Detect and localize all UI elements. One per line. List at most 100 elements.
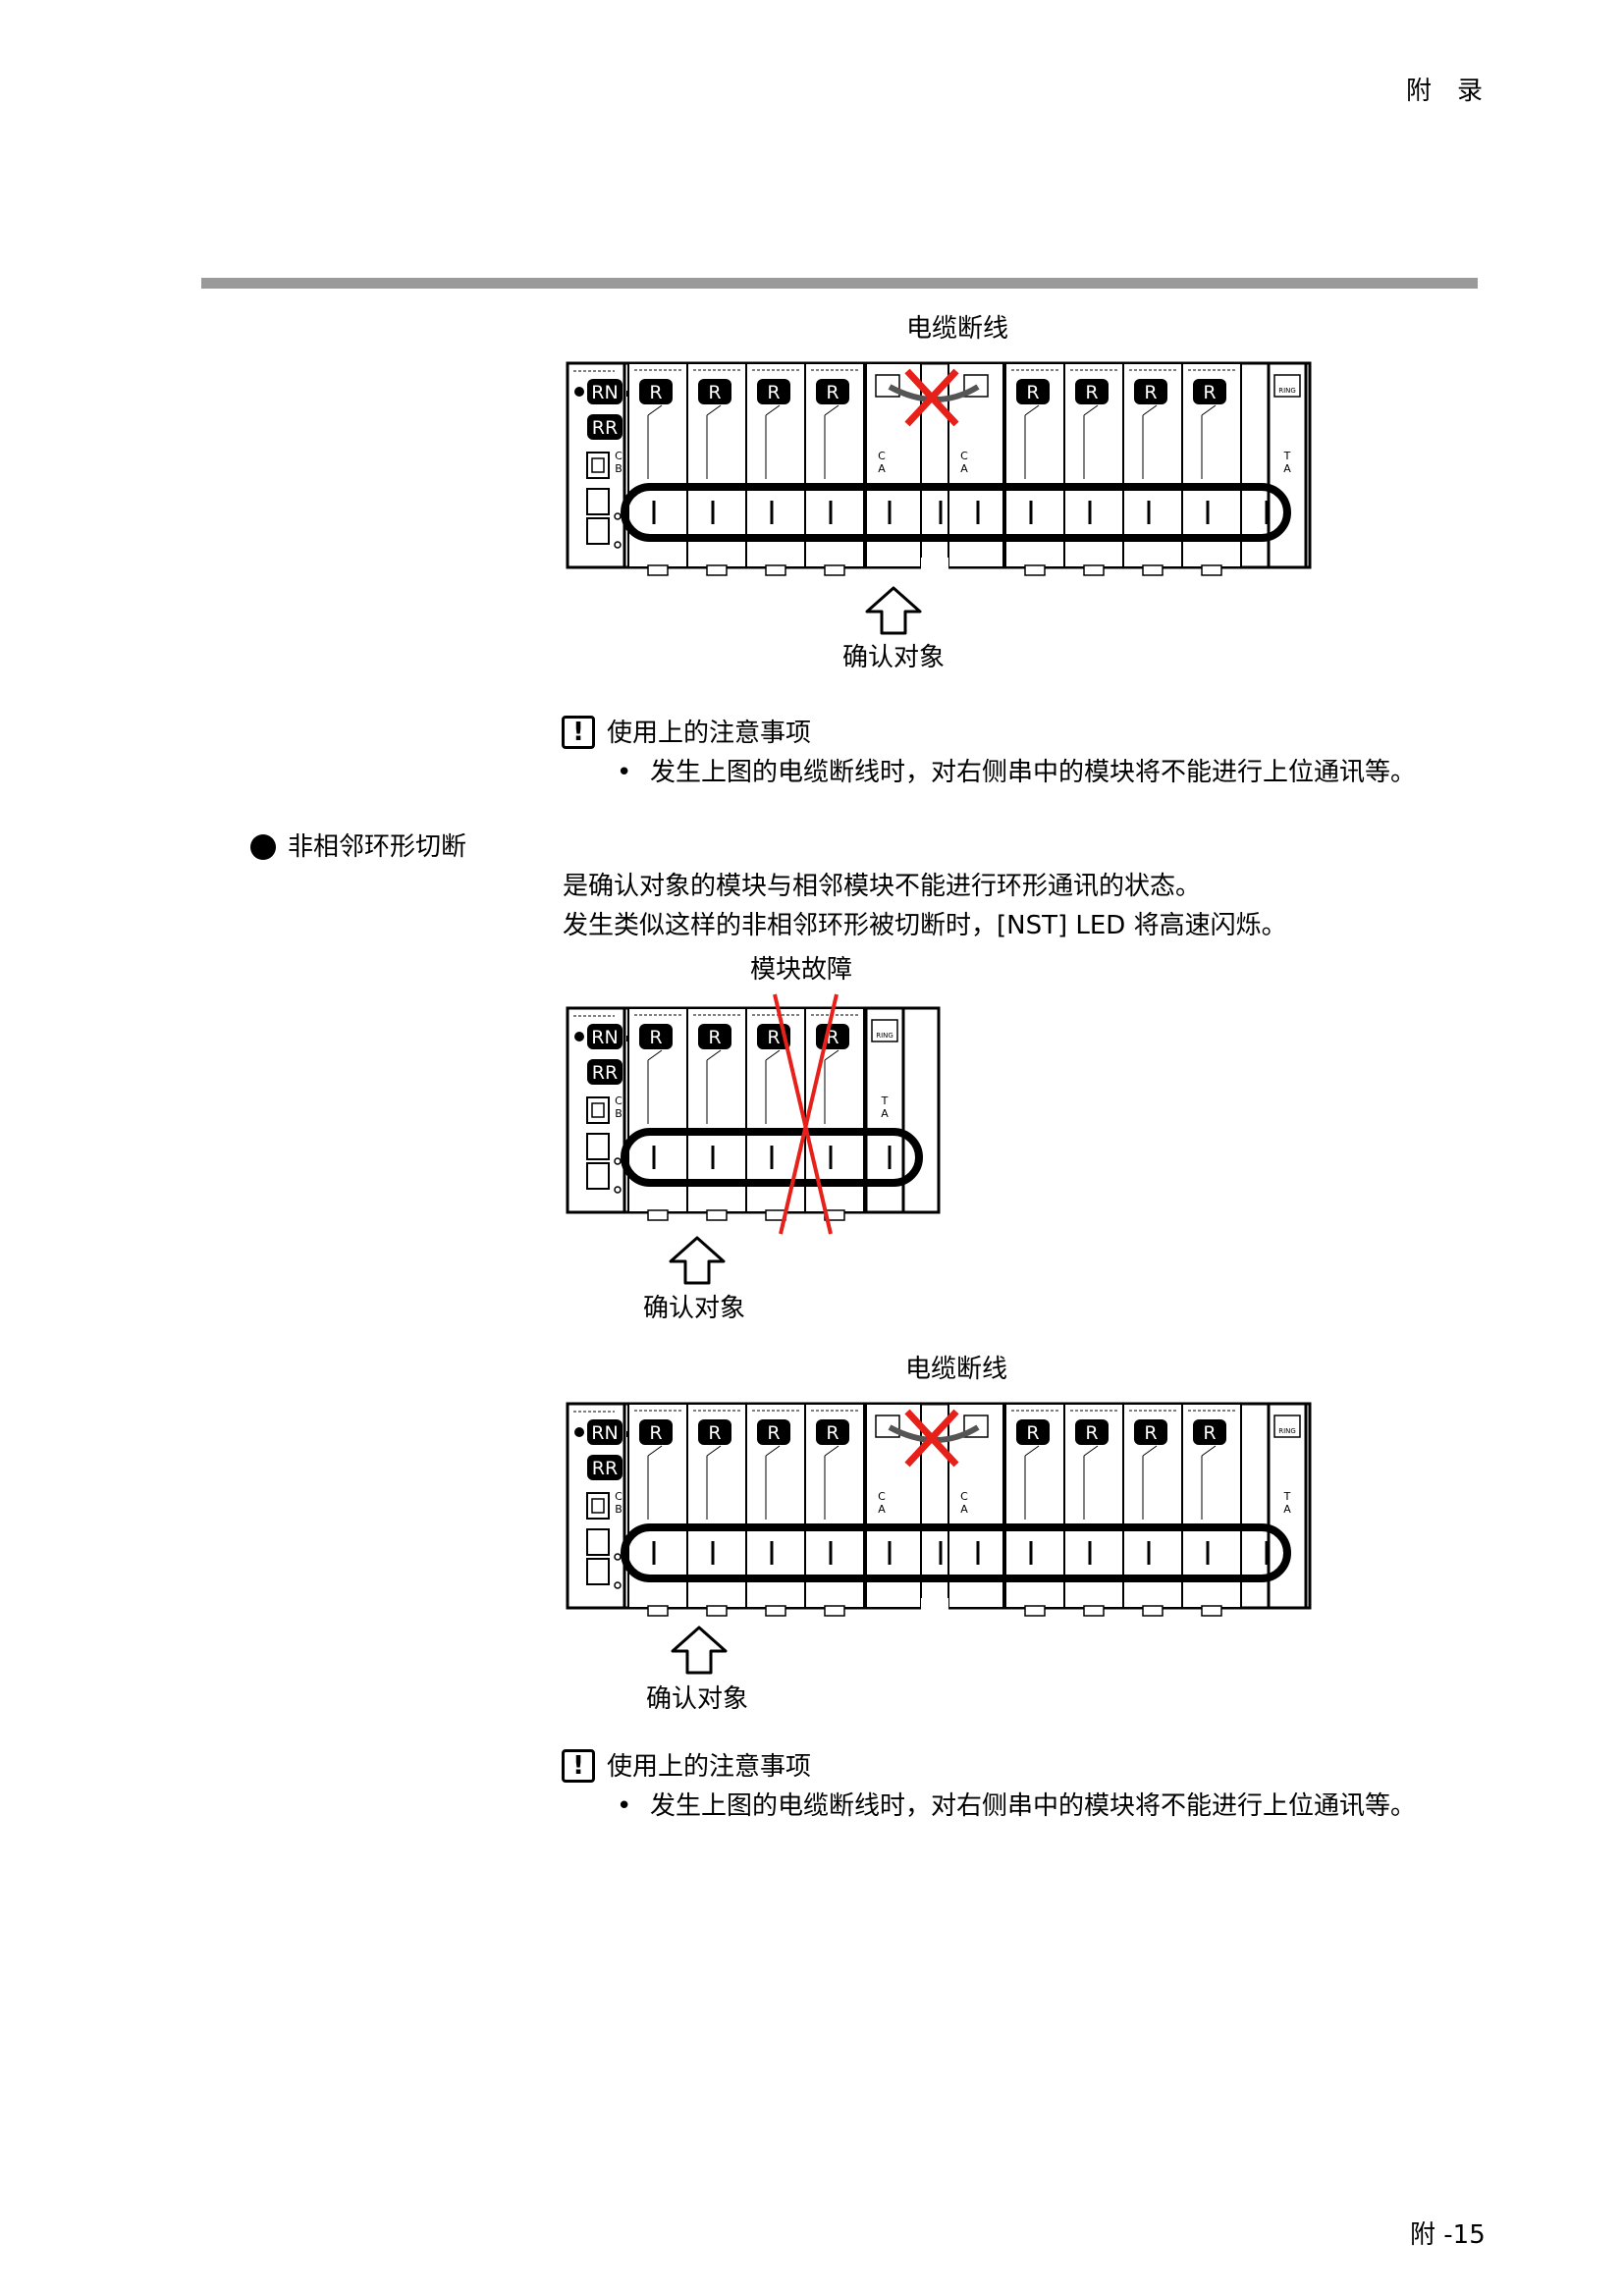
head-indicator-icon xyxy=(574,1032,584,1041)
ca-label-right: A xyxy=(960,1503,968,1516)
ca-port-left-icon xyxy=(875,1415,900,1438)
ca-label-right: C xyxy=(960,450,968,462)
left-r-module-3-r-badge xyxy=(757,379,790,404)
r-module-1-slot xyxy=(647,1049,663,1061)
left-r-module-2-r-badge xyxy=(698,379,731,404)
r-module-1-connector xyxy=(647,1209,669,1221)
note1-heading: 使用上的注意事项 xyxy=(607,719,812,748)
right-r-module-2-r-badge xyxy=(1075,379,1109,404)
head-screw-icon xyxy=(614,512,622,520)
right-r-module-1-slot xyxy=(1024,404,1040,416)
cut-cross-icon xyxy=(779,993,839,1235)
right-r-module-4-r-badge xyxy=(1193,379,1226,404)
left-r-module-4-r-badge xyxy=(816,1419,849,1445)
left-r-module-3-connector xyxy=(765,564,786,576)
ring-port-icon xyxy=(1273,1415,1301,1438)
ring-label: RING xyxy=(1278,1427,1296,1435)
head-screw-icon xyxy=(614,1157,622,1165)
right-r-module-4-connector xyxy=(1201,1605,1222,1617)
right-r-module-1-r-badge xyxy=(1016,1419,1050,1445)
ca-label-right: C xyxy=(960,1490,968,1503)
right-r-module-4-r-badge-label: R xyxy=(1203,382,1216,403)
right-r-module-2-r-badge-label: R xyxy=(1085,1422,1098,1444)
right-r-module-4-r-badge-label: R xyxy=(1203,1422,1216,1444)
rr-badge xyxy=(587,1059,623,1085)
right-r-module-2-connector xyxy=(1083,564,1105,576)
right-r-module-2-slot xyxy=(1083,404,1099,416)
diagram3-target-label: 确认对象 xyxy=(646,1684,749,1714)
left-r-module-2-slot xyxy=(706,1445,722,1457)
right-r-module-1-r-badge-label: R xyxy=(1026,1422,1039,1444)
rn-badge-label: RN xyxy=(591,382,618,403)
diagram1-target-label: 确认对象 xyxy=(842,643,946,672)
frame-gap xyxy=(921,558,948,571)
left-r-module-1-r-badge-label: R xyxy=(649,382,662,403)
right-r-module-3-r-badge xyxy=(1134,379,1167,404)
note2-heading: 使用上的注意事项 xyxy=(607,1752,812,1782)
right-r-module-1-slot xyxy=(1024,1445,1040,1457)
r-module-2-connector xyxy=(706,1209,728,1221)
rn-badge xyxy=(587,1419,623,1445)
port-b-icon xyxy=(586,517,610,545)
page-number: 附 -15 xyxy=(1410,2220,1486,2250)
ta-label: A xyxy=(1283,462,1291,475)
left-r-module-2-slot xyxy=(706,404,722,416)
ring-loop xyxy=(621,483,1291,542)
right-r-module-4-r-badge xyxy=(1193,1419,1226,1445)
head-screw-icon xyxy=(614,1581,622,1589)
ca-label-left: A xyxy=(878,1503,886,1516)
ca-label-left: A xyxy=(878,462,886,475)
right-r-module-1-r-badge xyxy=(1016,379,1050,404)
right-r-module-2 xyxy=(1063,1403,1124,1609)
left-r-module-2-connector xyxy=(706,1605,728,1617)
right-r-module-3-connector xyxy=(1142,1605,1164,1617)
r-module-3-slot xyxy=(765,1049,781,1061)
right-r-module-3-slot xyxy=(1142,404,1158,416)
cut-cross-icon xyxy=(904,1409,959,1468)
port-a-icon xyxy=(586,1528,610,1556)
r-module-1-r-badge xyxy=(639,1024,673,1049)
head-indicator-icon xyxy=(574,1427,584,1437)
right-r-module-3-r-badge-label: R xyxy=(1144,1422,1157,1444)
left-r-module-2-r-badge-label: R xyxy=(708,1422,721,1444)
cut-cross-icon xyxy=(904,368,959,427)
ca-port-left-icon xyxy=(875,374,900,398)
cb-port-inner xyxy=(591,457,605,473)
left-r-module-4-r-badge-label: R xyxy=(826,1422,839,1444)
left-r-module-1-r-badge xyxy=(639,379,673,404)
ca-label-left: C xyxy=(878,450,886,462)
port-a-icon xyxy=(586,1133,610,1160)
ta-label: T xyxy=(881,1095,889,1107)
left-r-module-3-r-badge-label: R xyxy=(767,1422,780,1444)
cb-port-inner xyxy=(591,1498,605,1514)
diagram3-target-arrow-icon xyxy=(670,1625,729,1676)
left-r-module-3-r-badge xyxy=(757,1419,790,1445)
header-section-label: 附 录 xyxy=(1406,77,1484,106)
rr-badge xyxy=(587,1455,623,1480)
cb-label: C xyxy=(615,1490,623,1503)
cb-label: B xyxy=(615,1503,623,1516)
head-screw-icon xyxy=(614,541,622,549)
ring-label: RING xyxy=(876,1032,893,1040)
head-screw-icon xyxy=(614,1186,622,1194)
left-r-module-1-slot xyxy=(647,404,663,416)
port-b-icon xyxy=(586,1162,610,1190)
right-r-module-2-slot xyxy=(1083,1445,1099,1457)
diagram3-title: 电缆断线 xyxy=(905,1355,1008,1384)
ta-label: T xyxy=(1283,1490,1291,1503)
cut-cross-icon xyxy=(773,993,833,1235)
rr-badge-label: RR xyxy=(592,1062,618,1084)
left-r-module-4-connector xyxy=(824,564,845,576)
head-screw-icon xyxy=(614,1553,622,1561)
right-r-module-1-connector xyxy=(1024,564,1046,576)
ring-loop xyxy=(621,1128,923,1187)
ta-label: A xyxy=(1283,1503,1291,1516)
right-r-module-2-r-badge-label: R xyxy=(1085,382,1098,403)
note1-item: 发生上图的电缆断线时，对右侧串中的模块将不能进行上位通讯等。 xyxy=(650,758,1417,787)
cb-label: C xyxy=(615,1095,623,1107)
left-r-module-3-slot xyxy=(765,1445,781,1457)
section-title: 非相邻环形切断 xyxy=(288,832,467,862)
left-r-module-2-r-badge-label: R xyxy=(708,382,721,403)
port-a-icon xyxy=(586,488,610,515)
